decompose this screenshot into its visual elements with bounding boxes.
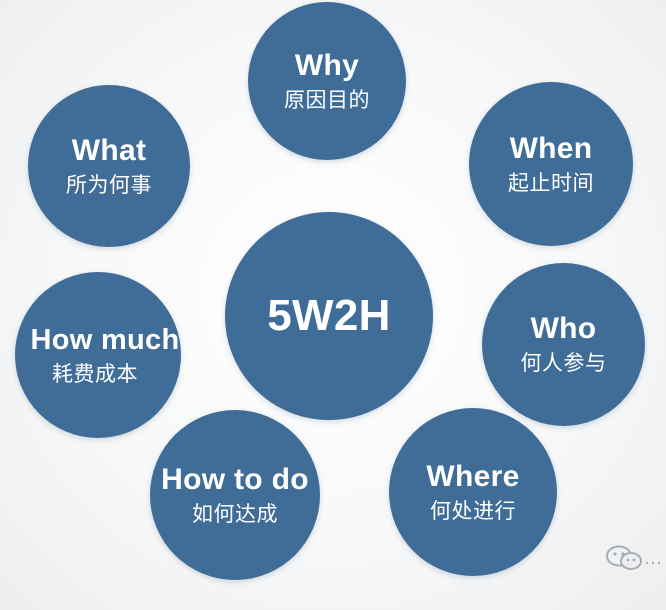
node-how-much: How much 耗费成本 xyxy=(15,272,181,438)
node-subtitle: 起止时间 xyxy=(508,170,594,195)
node-how-to-do: How to do 如何达成 xyxy=(150,410,320,580)
node-subtitle: 何人参与 xyxy=(520,351,607,375)
center-circle: 5W2H xyxy=(225,212,433,420)
node-subtitle: 耗费成本 xyxy=(52,361,138,386)
node-who: Who 何人参与 xyxy=(482,263,645,426)
node-what: What 所为何事 xyxy=(28,85,190,247)
node-subtitle: 所为何事 xyxy=(66,172,152,197)
node-title: When xyxy=(509,131,593,165)
node-title: How much xyxy=(30,323,180,356)
node-title: Why xyxy=(294,48,360,82)
node-subtitle: 原因目的 xyxy=(284,87,370,112)
node-title: Who xyxy=(530,312,597,345)
center-title: 5W2H xyxy=(267,291,391,340)
node-why: Why 原因目的 xyxy=(248,2,406,160)
node-subtitle: 何处进行 xyxy=(430,498,516,523)
node-when: When 起止时间 xyxy=(469,82,633,246)
node-title: Where xyxy=(426,459,520,493)
node-subtitle: 如何达成 xyxy=(192,501,278,526)
watermark: … xyxy=(604,544,662,572)
wechat-icon xyxy=(604,544,644,572)
node-title: How to do xyxy=(161,462,309,496)
node-where: Where 何处进行 xyxy=(389,408,557,576)
watermark-text: … xyxy=(644,547,662,569)
node-title: What xyxy=(71,133,147,167)
